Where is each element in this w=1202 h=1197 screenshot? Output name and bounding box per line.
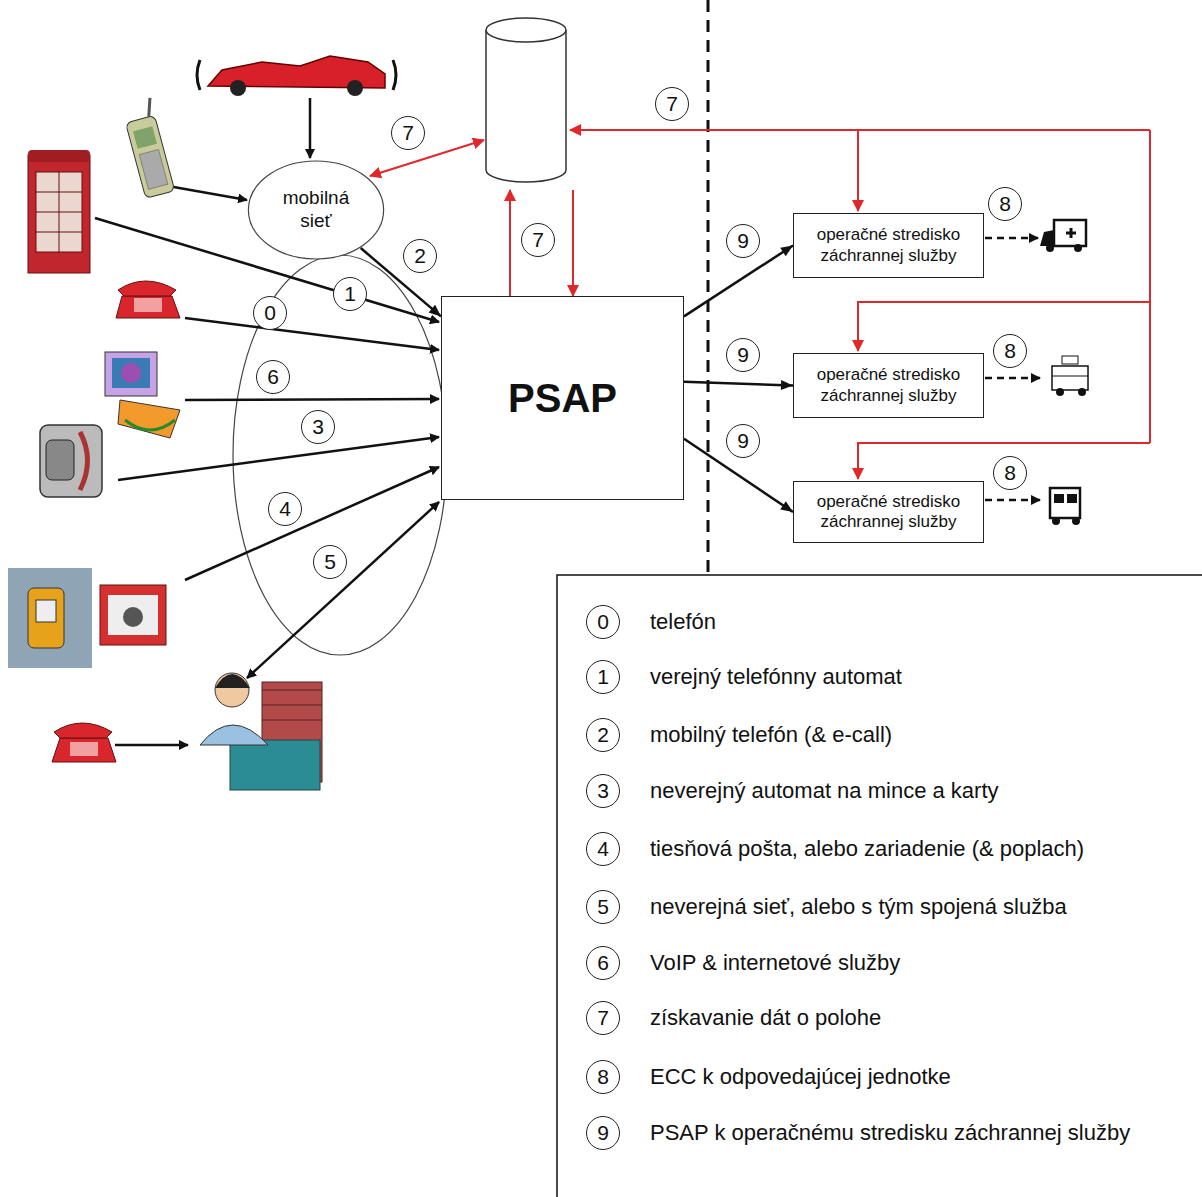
- process-box: PSAP: [441, 296, 684, 500]
- callout-number: 6: [586, 946, 620, 980]
- divider-line: [707, 0, 710, 575]
- legend-text: získavanie dát o polohe: [650, 1005, 881, 1031]
- callout-number: 8: [993, 456, 1027, 490]
- process-box: operačné stredisko záchrannej služby: [793, 481, 984, 543]
- legend-text: mobilný telefón (& e-call): [650, 722, 892, 748]
- callout-number: 8: [586, 1060, 620, 1094]
- callout-number: 7: [655, 87, 689, 121]
- callout-number: 7: [586, 1001, 620, 1035]
- callout-number: 7: [521, 223, 555, 257]
- node-text: operačné stredisko záchrannej služby: [802, 492, 975, 533]
- desk-phone-icon: [52, 723, 116, 762]
- fire-truck-icon: [1050, 488, 1080, 525]
- legend-text: VoIP & internetové služby: [650, 950, 900, 976]
- callout-number: 3: [586, 774, 620, 808]
- callout-number: 9: [586, 1116, 620, 1150]
- legend-text: neverejná sieť, alebo s tým spojená služ…: [650, 894, 1067, 920]
- legend-text: verejný telefónny automat: [650, 664, 902, 690]
- process-box: operačné stredisko záchrannej služby: [793, 213, 984, 278]
- node-text: operačné stredisko záchrannej služby: [802, 365, 975, 406]
- network-ellipse: mobilná sieť: [247, 160, 385, 260]
- callout-number: 7: [391, 116, 425, 150]
- legend-text: telefón: [650, 609, 716, 635]
- callout-number: 0: [253, 296, 287, 330]
- callout-number: 0: [586, 605, 620, 639]
- callout-number: 4: [268, 492, 302, 526]
- payphone-icon: [40, 425, 102, 497]
- flow-arrow: [684, 380, 793, 390]
- callout-number: 2: [403, 239, 437, 273]
- alarm-box-icon: [8, 568, 166, 668]
- node-text: operačné stredisko záchrannej služby: [802, 225, 975, 266]
- callout-number: 5: [313, 545, 347, 579]
- legend-text: PSAP k operačnému stredisku záchrannej s…: [650, 1120, 1130, 1146]
- callout-number: 2: [586, 718, 620, 752]
- callout-number: 9: [726, 224, 760, 258]
- callout-number: 4: [586, 832, 620, 866]
- car-icon: [197, 56, 396, 96]
- phone-booth-icon: [28, 150, 90, 273]
- node-text: mobilná sieť: [269, 187, 363, 233]
- legend-frame: [557, 575, 1202, 1197]
- legend-text: ECC k odpovedajúcej jednotke: [650, 1064, 951, 1090]
- callout-number: 6: [256, 360, 290, 394]
- callout-number: 1: [333, 277, 367, 311]
- legend-text: tiesňová pošta, alebo zariadenie (& popl…: [650, 836, 1084, 862]
- mobile-phone-icon: [121, 98, 175, 198]
- node-text: PSAP: [508, 374, 617, 422]
- database-cylinder: [486, 18, 566, 182]
- callout-number: 8: [988, 187, 1022, 221]
- callout-number: 9: [726, 424, 760, 458]
- dispatch-lines: [985, 238, 1040, 500]
- legend-text: neverejný automat na mince a karty: [650, 778, 999, 804]
- ambulance-icon: [1040, 220, 1086, 252]
- computer-icon: [105, 352, 180, 438]
- callout-number: 1: [586, 660, 620, 694]
- police-car-icon: [1052, 356, 1088, 396]
- callout-number: 9: [726, 338, 760, 372]
- callout-number: 3: [301, 410, 335, 444]
- desk-phone-icon: [116, 281, 180, 318]
- operator-icon: [200, 673, 322, 790]
- input-lines: [95, 98, 439, 745]
- callout-number: 5: [586, 890, 620, 924]
- process-box: operačné stredisko záchrannej služby: [793, 353, 984, 418]
- callout-number: 8: [993, 334, 1027, 368]
